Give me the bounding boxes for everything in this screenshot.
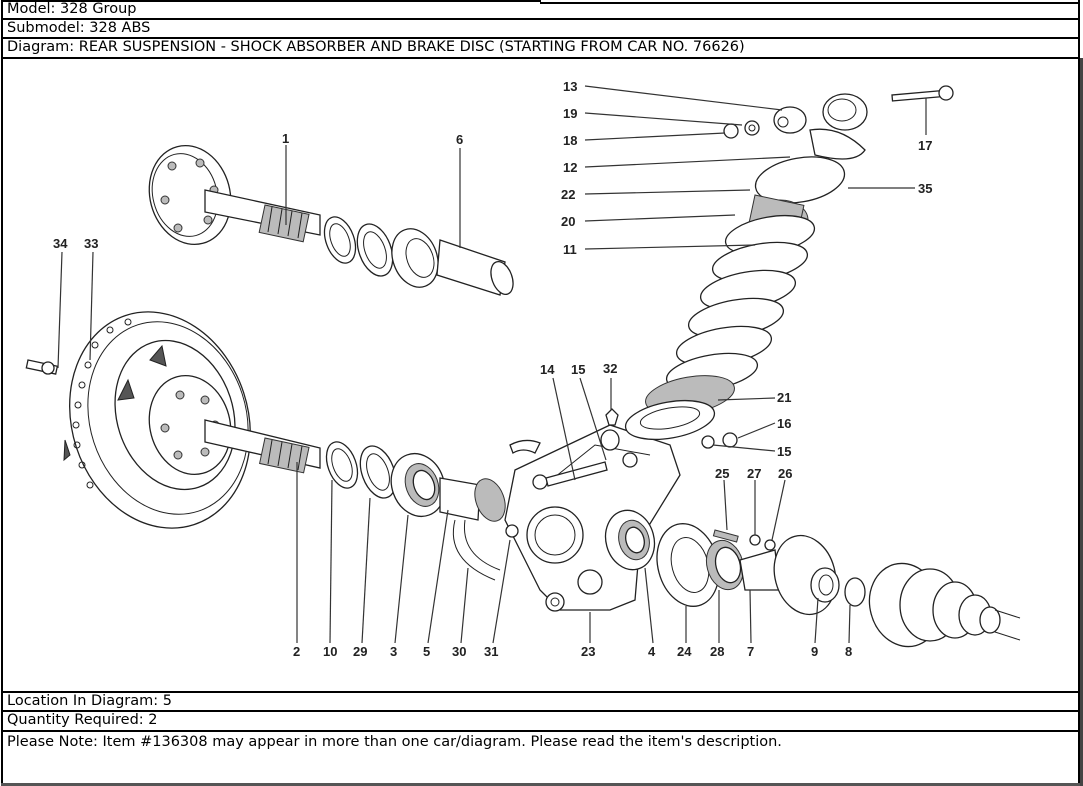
- callout-5[interactable]: 5: [423, 644, 430, 659]
- leader-lines: [57, 85, 927, 644]
- callout-4[interactable]: 4: [648, 644, 656, 659]
- callout-21[interactable]: 21: [777, 390, 791, 405]
- model-row: Model: 328 Group: [1, 0, 1080, 19]
- cv-joint-boot: [868, 562, 1021, 648]
- callout-34[interactable]: 34: [53, 236, 68, 251]
- divider: [1, 730, 1080, 732]
- lower-axle-shaft: [204, 419, 321, 474]
- callout-labels: 13 19 18 12 22 20 11 17 35 1 6 34 33 14 …: [53, 79, 932, 659]
- callout-1[interactable]: 1: [282, 131, 289, 146]
- callout-25[interactable]: 25: [715, 466, 729, 481]
- callout-32[interactable]: 32: [603, 361, 617, 376]
- callout-31[interactable]: 31: [484, 644, 498, 659]
- lower-hub-flange: [148, 374, 232, 476]
- callout-22[interactable]: 22: [561, 187, 575, 202]
- callout-8[interactable]: 8: [845, 644, 852, 659]
- wheel-stud: [25, 359, 59, 375]
- callout-18[interactable]: 18: [563, 133, 577, 148]
- upper-axle-shaft: [204, 189, 321, 243]
- quantity-required: Quantity Required: 2: [7, 712, 158, 728]
- callout-17[interactable]: 17: [918, 138, 932, 153]
- callout-15-upper[interactable]: 15: [571, 362, 585, 377]
- coil-spring: [665, 214, 816, 392]
- callout-12[interactable]: 12: [563, 160, 577, 175]
- outer-seal-bearing: [705, 529, 776, 591]
- callout-7[interactable]: 7: [747, 644, 754, 659]
- inner-bearing: [604, 509, 656, 571]
- shock-upper-eye: [723, 93, 868, 160]
- callout-15-lower[interactable]: 15: [777, 444, 791, 459]
- callout-13[interactable]: 13: [563, 79, 577, 94]
- upper-hub-flange: [148, 144, 232, 246]
- diagram-image-area: [1, 58, 1080, 692]
- divider: [1, 57, 1080, 59]
- callout-10[interactable]: 10: [323, 644, 337, 659]
- diagram-title-row: Diagram: REAR SUSPENSION - SHOCK ABSORBE…: [1, 38, 1080, 58]
- callout-11[interactable]: 11: [563, 242, 577, 257]
- callout-30[interactable]: 30: [452, 644, 466, 659]
- spring-seat-lower: [605, 375, 738, 449]
- callout-29[interactable]: 29: [353, 644, 367, 659]
- upper-seal-rings: [323, 216, 514, 296]
- submodel-row: Submodel: 328 ABS: [1, 19, 1080, 38]
- upper-bolt: [891, 85, 954, 102]
- divider: [1, 37, 1080, 39]
- model-label: Model: 328 Group: [7, 1, 137, 17]
- callout-3[interactable]: 3: [390, 644, 397, 659]
- note-row: Please Note: Item #136308 may appear in …: [1, 731, 1080, 784]
- right-border: [1080, 58, 1083, 786]
- callout-2[interactable]: 2: [293, 644, 300, 659]
- callout-19[interactable]: 19: [563, 106, 577, 121]
- divider: [1, 691, 1080, 693]
- drive-flange: [739, 534, 866, 616]
- callout-20[interactable]: 20: [561, 214, 575, 229]
- callout-16[interactable]: 16: [777, 416, 791, 431]
- callout-14[interactable]: 14: [540, 362, 555, 377]
- callout-9[interactable]: 9: [811, 644, 818, 659]
- callout-23[interactable]: 23: [581, 644, 595, 659]
- quantity-row: Quantity Required: 2: [1, 711, 1080, 731]
- divider: [1, 710, 1080, 712]
- item-note: Please Note: Item #136308 may appear in …: [7, 734, 782, 750]
- callout-6[interactable]: 6: [456, 132, 463, 147]
- lower-seal-rings-and-bearing: [325, 441, 506, 581]
- callout-35[interactable]: 35: [918, 181, 932, 196]
- location-in-diagram: Location In Diagram: 5: [7, 693, 172, 709]
- bottom-border: [1, 783, 1081, 786]
- bearing-retainer-flange: [656, 523, 720, 607]
- submodel-label: Submodel: 328 ABS: [7, 20, 151, 36]
- callout-24[interactable]: 24: [677, 644, 692, 659]
- callout-33[interactable]: 33: [84, 236, 98, 251]
- callout-27[interactable]: 27: [747, 466, 761, 481]
- carrier-bolt: [532, 461, 608, 490]
- hub-carrier: [504, 424, 681, 612]
- disc-vent-holes: [72, 318, 132, 489]
- divider: [1, 18, 1080, 20]
- callout-28[interactable]: 28: [710, 644, 724, 659]
- top-border-right: [540, 2, 1080, 4]
- callout-26[interactable]: 26: [778, 466, 792, 481]
- diagram-title: Diagram: REAR SUSPENSION - SHOCK ABSORBE…: [7, 39, 745, 55]
- location-row: Location In Diagram: 5: [1, 692, 1080, 711]
- top-border-left: [1, 0, 541, 2]
